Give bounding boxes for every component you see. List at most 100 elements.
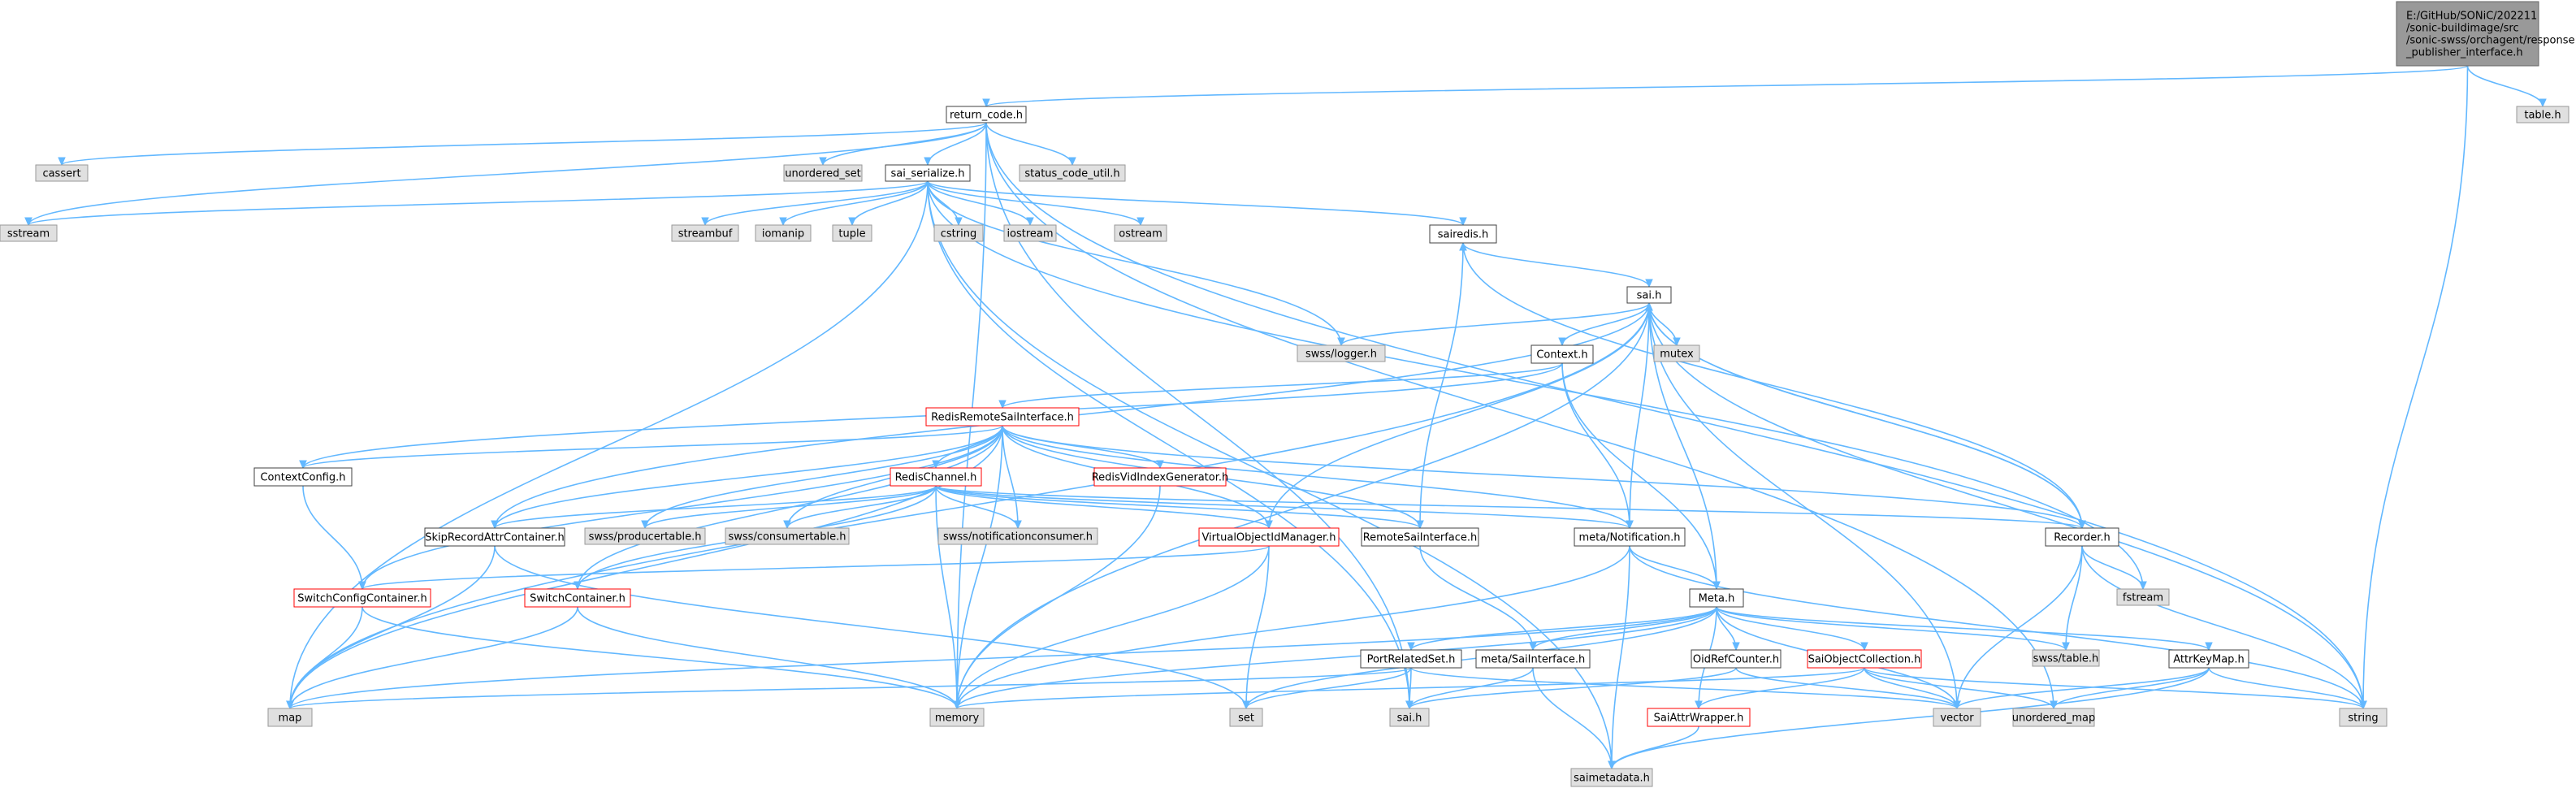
arrowhead	[1953, 700, 1961, 710]
node-box	[2516, 106, 2570, 123]
node-sairedis[interactable]: sairedis.h	[1429, 224, 1497, 244]
node-box	[1360, 649, 1462, 669]
node-map[interactable]: map	[267, 708, 313, 727]
edge-line	[1864, 667, 2054, 709]
node-box	[1574, 527, 1686, 547]
edge-line	[956, 545, 1630, 709]
node-string[interactable]: string	[2339, 708, 2388, 727]
edge-redis-vid-to-memory	[953, 485, 1161, 710]
edge-line	[927, 180, 2144, 590]
edge-line	[956, 606, 1717, 709]
node-swss-producer[interactable]: swss/producertable.h	[584, 527, 706, 545]
node-box	[0, 224, 58, 242]
node-swss-table[interactable]: swss/table.h	[2032, 649, 2100, 667]
edge-switch-config-to-memory	[362, 606, 961, 710]
node-ostream[interactable]: ostream	[1114, 224, 1167, 242]
node-sai-attr-wrapper[interactable]: SaiAttrWrapper.h	[1647, 708, 1751, 727]
edge-line	[1698, 667, 1865, 709]
node-cstring[interactable]: cstring	[933, 224, 984, 242]
edge-oid-ref-to-saih	[1405, 667, 1737, 710]
edge-line	[822, 122, 987, 166]
node-switch-config[interactable]: SwitchConfigContainer.h	[293, 588, 431, 608]
node-saimetadata[interactable]: saimetadata.h	[1570, 768, 1653, 787]
node-saih[interactable]: sai.h	[1389, 708, 1430, 727]
edge-line	[289, 180, 929, 709]
arrowhead	[1626, 520, 1634, 530]
node-attr-key-map[interactable]: AttrKeyMap.h	[2168, 649, 2249, 669]
node-unordered-map[interactable]: unordered_map	[2012, 708, 2096, 727]
node-swss-logger[interactable]: swss/logger.h	[1297, 344, 1386, 362]
node-label: unordered_map	[2012, 713, 2096, 725]
node-context[interactable]: Context.h	[1530, 344, 1594, 364]
node-redis-channel[interactable]: RedisChannel.h	[890, 467, 982, 487]
node-meta-sai[interactable]: meta/SaiInterface.h	[1475, 649, 1591, 669]
arrowhead	[701, 217, 709, 227]
edge-return-code-to-sai-serialize	[924, 122, 987, 167]
arrowhead	[819, 157, 827, 167]
edge-line	[2081, 545, 2364, 709]
node-context-config[interactable]: ContextConfig.h	[253, 467, 353, 487]
edge-redis-channel-to-memory	[935, 485, 961, 710]
node-mutex[interactable]: mutex	[1653, 344, 1700, 362]
node-label: RedisRemoteSaiInterface.h	[931, 412, 1074, 424]
edge-root-to-string	[2359, 65, 2469, 710]
edge-port-related-to-vector	[1410, 667, 1961, 710]
node-sai-obj-coll[interactable]: SaiObjectCollection.h	[1807, 649, 1922, 669]
node-table[interactable]: table.h	[2516, 106, 2570, 123]
node-iostream[interactable]: iostream	[1003, 224, 1057, 242]
node-status-code-util[interactable]: status_code_util.h	[1019, 164, 1126, 182]
node-box	[293, 588, 431, 608]
node-box	[1647, 708, 1751, 727]
edge-line	[935, 485, 1421, 529]
node-sai[interactable]: sai.h	[1626, 286, 1672, 304]
node-swss-consumer[interactable]: swss/consumertable.h	[725, 527, 850, 545]
arrowhead	[953, 700, 961, 710]
node-sai-serialize[interactable]: sai_serialize.h	[885, 164, 971, 182]
node-tuple[interactable]: tuple	[832, 224, 872, 242]
node-memory[interactable]: memory	[929, 708, 985, 727]
node-label: set	[1238, 713, 1254, 725]
node-remote-sai[interactable]: RemoteSaiInterface.h	[1361, 527, 1479, 547]
node-set[interactable]: set	[1229, 708, 1263, 727]
arrowhead	[1695, 700, 1703, 710]
node-unordered-set[interactable]: unordered_set	[783, 164, 863, 182]
node-skip-record[interactable]: SkipRecordAttrContainer.h	[424, 527, 565, 547]
node-vector[interactable]: vector	[1933, 708, 1981, 727]
node-cassert[interactable]: cassert	[35, 164, 89, 182]
edge-redis-remote-to-redis-vid	[1002, 425, 1164, 470]
node-return-code[interactable]: return_code.h	[946, 106, 1027, 123]
node-box	[524, 588, 631, 608]
node-box	[1807, 649, 1922, 669]
edge-meta-to-port-related	[1407, 606, 1717, 652]
node-oid-ref[interactable]: OidRefCounter.h	[1691, 649, 1782, 669]
edge-line	[1716, 606, 2067, 651]
edge-line	[1716, 606, 1865, 651]
node-box	[1570, 768, 1653, 787]
node-box	[1297, 344, 1386, 362]
node-port-related[interactable]: PortRelatedSet.h	[1360, 649, 1462, 669]
node-redis-remote[interactable]: RedisRemoteSaiInterface.h	[925, 407, 1080, 427]
node-root[interactable]: E:/GitHub/SONiC/202211/sonic-buildimage/…	[2396, 1, 2575, 67]
node-label: tuple	[838, 228, 865, 240]
node-label: map	[279, 713, 302, 725]
node-meta-notif[interactable]: meta/Notification.h	[1574, 527, 1686, 547]
node-iomanip[interactable]: iomanip	[755, 224, 812, 242]
edge-line	[1002, 425, 2083, 529]
node-label: swss/logger.h	[1305, 349, 1377, 361]
node-sstream[interactable]: sstream	[0, 224, 58, 242]
node-redis-vid[interactable]: RedisVidIndexGenerator.h	[1092, 467, 1229, 487]
node-virtual-oid[interactable]: VirtualObjectIdManager.h	[1198, 527, 1340, 547]
node-streambuf[interactable]: streambuf	[671, 224, 739, 242]
edge-line	[1735, 667, 1958, 709]
edge-line	[935, 485, 1019, 529]
node-swss-notif[interactable]: swss/notificationconsumer.h	[937, 527, 1098, 545]
node-switch-container[interactable]: SwitchContainer.h	[524, 588, 631, 608]
node-recorder[interactable]: Recorder.h	[2045, 527, 2119, 547]
node-fstream[interactable]: fstream	[2116, 588, 2170, 606]
node-box	[2045, 527, 2119, 547]
edge-sairedis-to-sai	[1462, 242, 1653, 288]
edge-sai-serialize-to-iomanip	[779, 180, 929, 227]
edge-line	[1462, 242, 2083, 529]
node-meta[interactable]: Meta.h	[1689, 588, 1744, 608]
